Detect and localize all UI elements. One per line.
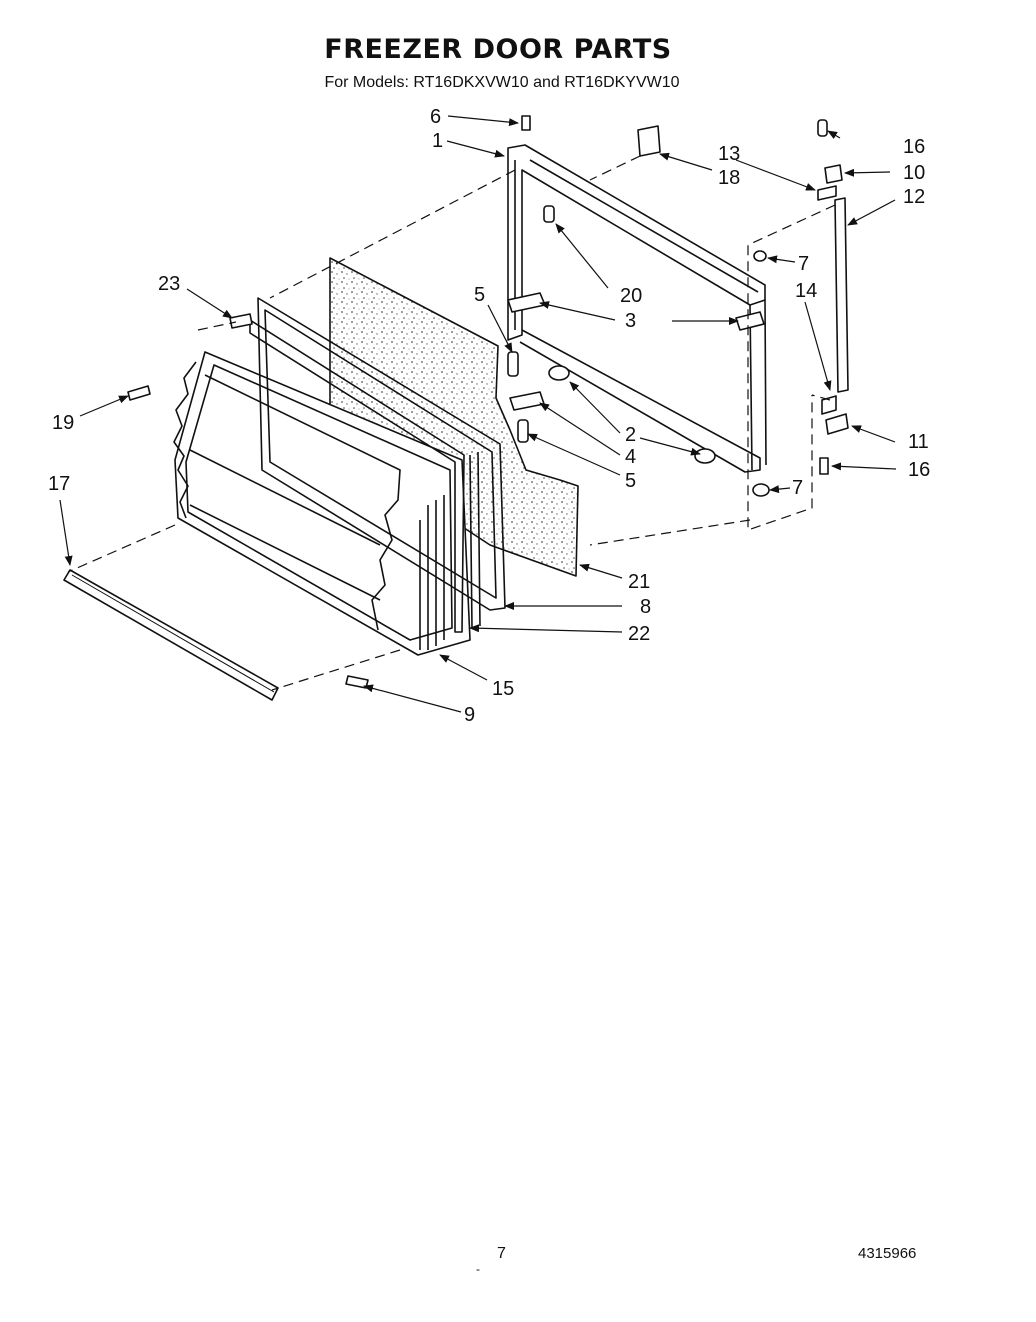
small-fasteners [127, 115, 829, 689]
callout-leaders [59, 115, 897, 713]
callout-15: 15 [492, 678, 514, 700]
footer-mark: - [476, 1262, 480, 1276]
callout-4: 4 [625, 446, 636, 468]
callout-2: 2 [625, 424, 636, 446]
callout-11: 11 [908, 431, 929, 453]
model-subtitle: For Models: RT16DKXVW10 and RT16DKYVW10 [324, 74, 680, 91]
hinge-assembly [817, 164, 849, 435]
callout-9: 9 [464, 704, 475, 726]
callout-12: 12 [903, 186, 925, 208]
callout-numbers: 6 1 13 18 16 10 12 7 14 20 5 3 23 19 2 4… [48, 106, 930, 726]
callout-16-bottom: 16 [908, 459, 930, 481]
callout-7-bottom: 7 [792, 477, 803, 499]
callout-8: 8 [640, 596, 651, 618]
callout-23: 23 [158, 273, 180, 295]
page-number: 7 [497, 1245, 506, 1262]
callout-5-bottom: 5 [625, 470, 636, 492]
callout-17: 17 [48, 473, 70, 495]
callout-22: 22 [628, 623, 650, 645]
outer-door-frame [507, 144, 767, 473]
callout-20: 20 [620, 285, 642, 307]
callout-16-top: 16 [903, 136, 925, 158]
callout-3: 3 [625, 310, 636, 332]
breaker-strip [63, 569, 279, 701]
page-title: FREEZER DOOR PARTS [324, 34, 672, 65]
callout-19: 19 [52, 412, 74, 434]
callout-5-top: 5 [474, 284, 485, 306]
callout-18: 18 [718, 167, 740, 189]
document-number: 4315966 [858, 1245, 917, 1262]
callout-1: 1 [432, 130, 443, 152]
door-frames [249, 297, 506, 633]
callout-6: 6 [430, 106, 441, 128]
callout-7-top: 7 [798, 253, 809, 275]
callout-13: 13 [718, 143, 740, 165]
door-liner [173, 351, 471, 656]
callout-21: 21 [628, 571, 650, 593]
callout-10: 10 [903, 162, 925, 184]
callout-14: 14 [795, 280, 817, 302]
assembly-lines [67, 155, 836, 691]
